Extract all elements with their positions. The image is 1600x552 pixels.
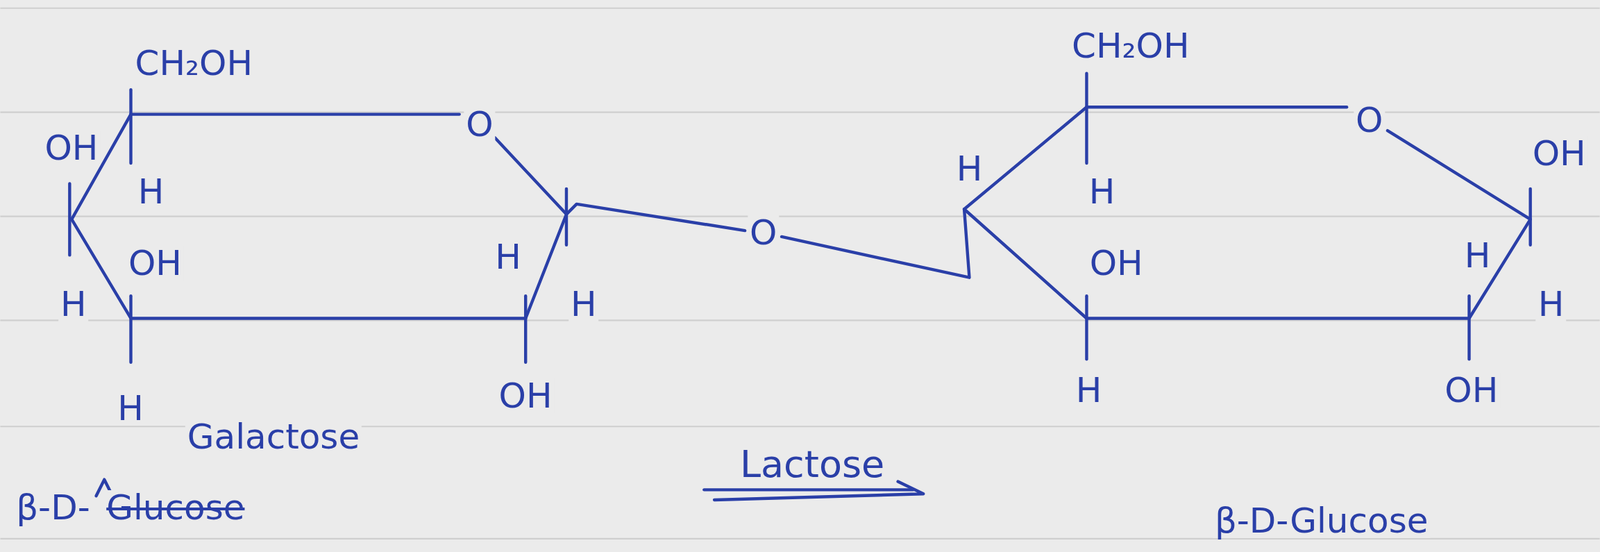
atom-label: H xyxy=(136,174,167,209)
atom-label: O xyxy=(747,215,779,250)
sugar-name: β-D-Glucose xyxy=(1212,503,1431,538)
ring-bond xyxy=(1387,130,1531,318)
ruled-line xyxy=(0,537,1600,540)
atom-label: H xyxy=(1087,174,1118,209)
atom-label: H xyxy=(954,151,985,187)
ring-bond xyxy=(494,137,567,318)
glycosidic-bond xyxy=(566,204,745,231)
sugar-name: β-D- xyxy=(13,490,93,525)
ring-bond xyxy=(1086,105,1347,109)
ring-tick xyxy=(524,295,527,363)
atom-label: OH xyxy=(1442,372,1501,408)
title-underline xyxy=(703,487,913,491)
ring-tick xyxy=(129,295,132,363)
atom-label: CH₂OH xyxy=(133,45,256,81)
atom-label: H xyxy=(568,286,600,322)
atom-label: H xyxy=(58,286,89,322)
atom-label: OH xyxy=(42,130,100,166)
ring-tick xyxy=(1084,73,1088,164)
ring-bond xyxy=(964,106,1469,318)
atom-label: OH xyxy=(126,245,184,281)
atom-label: H xyxy=(1073,372,1105,408)
atom-label: CH₂OH xyxy=(1069,28,1192,64)
atom-label: H xyxy=(1536,286,1567,322)
glycosidic-bond xyxy=(781,208,970,277)
ring-tick xyxy=(1467,295,1471,359)
sugar-name: Glucose xyxy=(104,490,247,525)
ring-tick xyxy=(129,89,132,164)
atom-label: OH xyxy=(1530,136,1589,171)
ring-bond xyxy=(131,112,460,116)
diagram-title: Lactose xyxy=(737,445,887,484)
ruled-line xyxy=(0,215,1600,217)
title-underline xyxy=(714,481,924,500)
atom-label: O xyxy=(463,106,495,142)
atom-label: O xyxy=(1353,102,1385,138)
sugar-name: Galactose xyxy=(185,419,362,454)
ring-tick xyxy=(1084,295,1088,359)
ring-tick xyxy=(565,188,568,246)
ruled-lines xyxy=(0,8,1600,539)
atom-label: OH xyxy=(1087,245,1146,281)
atom-label: H xyxy=(1462,238,1494,273)
ruled-line xyxy=(0,7,1600,10)
atom-label: OH xyxy=(497,378,555,414)
ring-bond xyxy=(71,114,526,319)
atom-label: H xyxy=(115,390,146,426)
ring-tick xyxy=(68,183,71,256)
ring-tick xyxy=(1528,188,1532,246)
atom-label: H xyxy=(492,239,524,275)
